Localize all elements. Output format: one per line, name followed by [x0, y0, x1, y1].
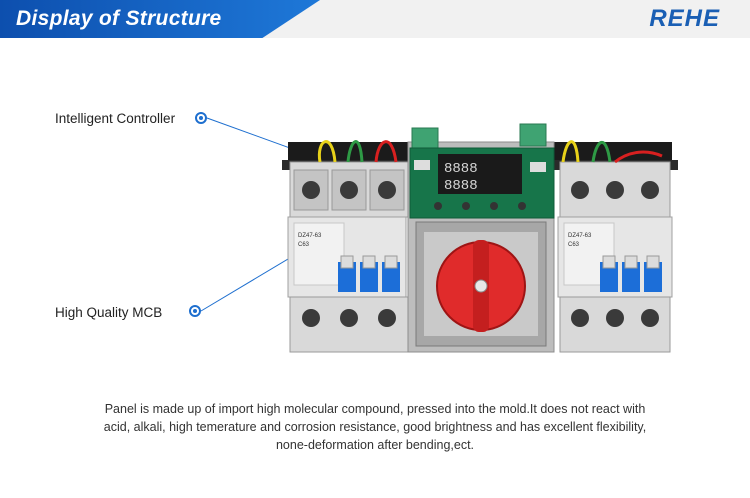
title-banner [0, 0, 320, 38]
right-mcb: DZ47-63 C63 [557, 216, 673, 298]
brand-logo: REHE [649, 5, 720, 32]
left-terminal-bottom [289, 296, 409, 353]
right-terminal-top [559, 161, 671, 218]
callout-dot-controller [195, 112, 207, 124]
left-terminal-top [289, 161, 409, 218]
right-terminal-bottom [559, 296, 671, 353]
left-mcb: DZ47-63 C63 [287, 216, 407, 298]
callout-dot-mcb [189, 305, 201, 317]
description-text: Panel is made up of import high molecula… [103, 402, 647, 452]
callout-intelligent-controller: Intelligent Controller [55, 111, 176, 126]
right-mcb-rating: C63 [568, 242, 580, 248]
center-module: 8888 8888 [407, 123, 555, 353]
transfer-switch-image: DZ47-63 C63 8888 8888 [282, 123, 678, 353]
left-mcb-rating: C63 [298, 242, 310, 248]
page-title: Display of Structure [16, 7, 222, 30]
right-mcb-model: DZ47-63 [568, 233, 592, 239]
callout-high-quality-mcb: High Quality MCB [55, 305, 163, 320]
svg-text:8888: 8888 [444, 161, 478, 177]
header-bar: Display of Structure REHE [0, 0, 750, 38]
svg-text:8888: 8888 [444, 178, 478, 194]
left-mcb-model: DZ47-63 [298, 233, 322, 239]
intelligent-controller-board: 8888 8888 [409, 147, 555, 219]
